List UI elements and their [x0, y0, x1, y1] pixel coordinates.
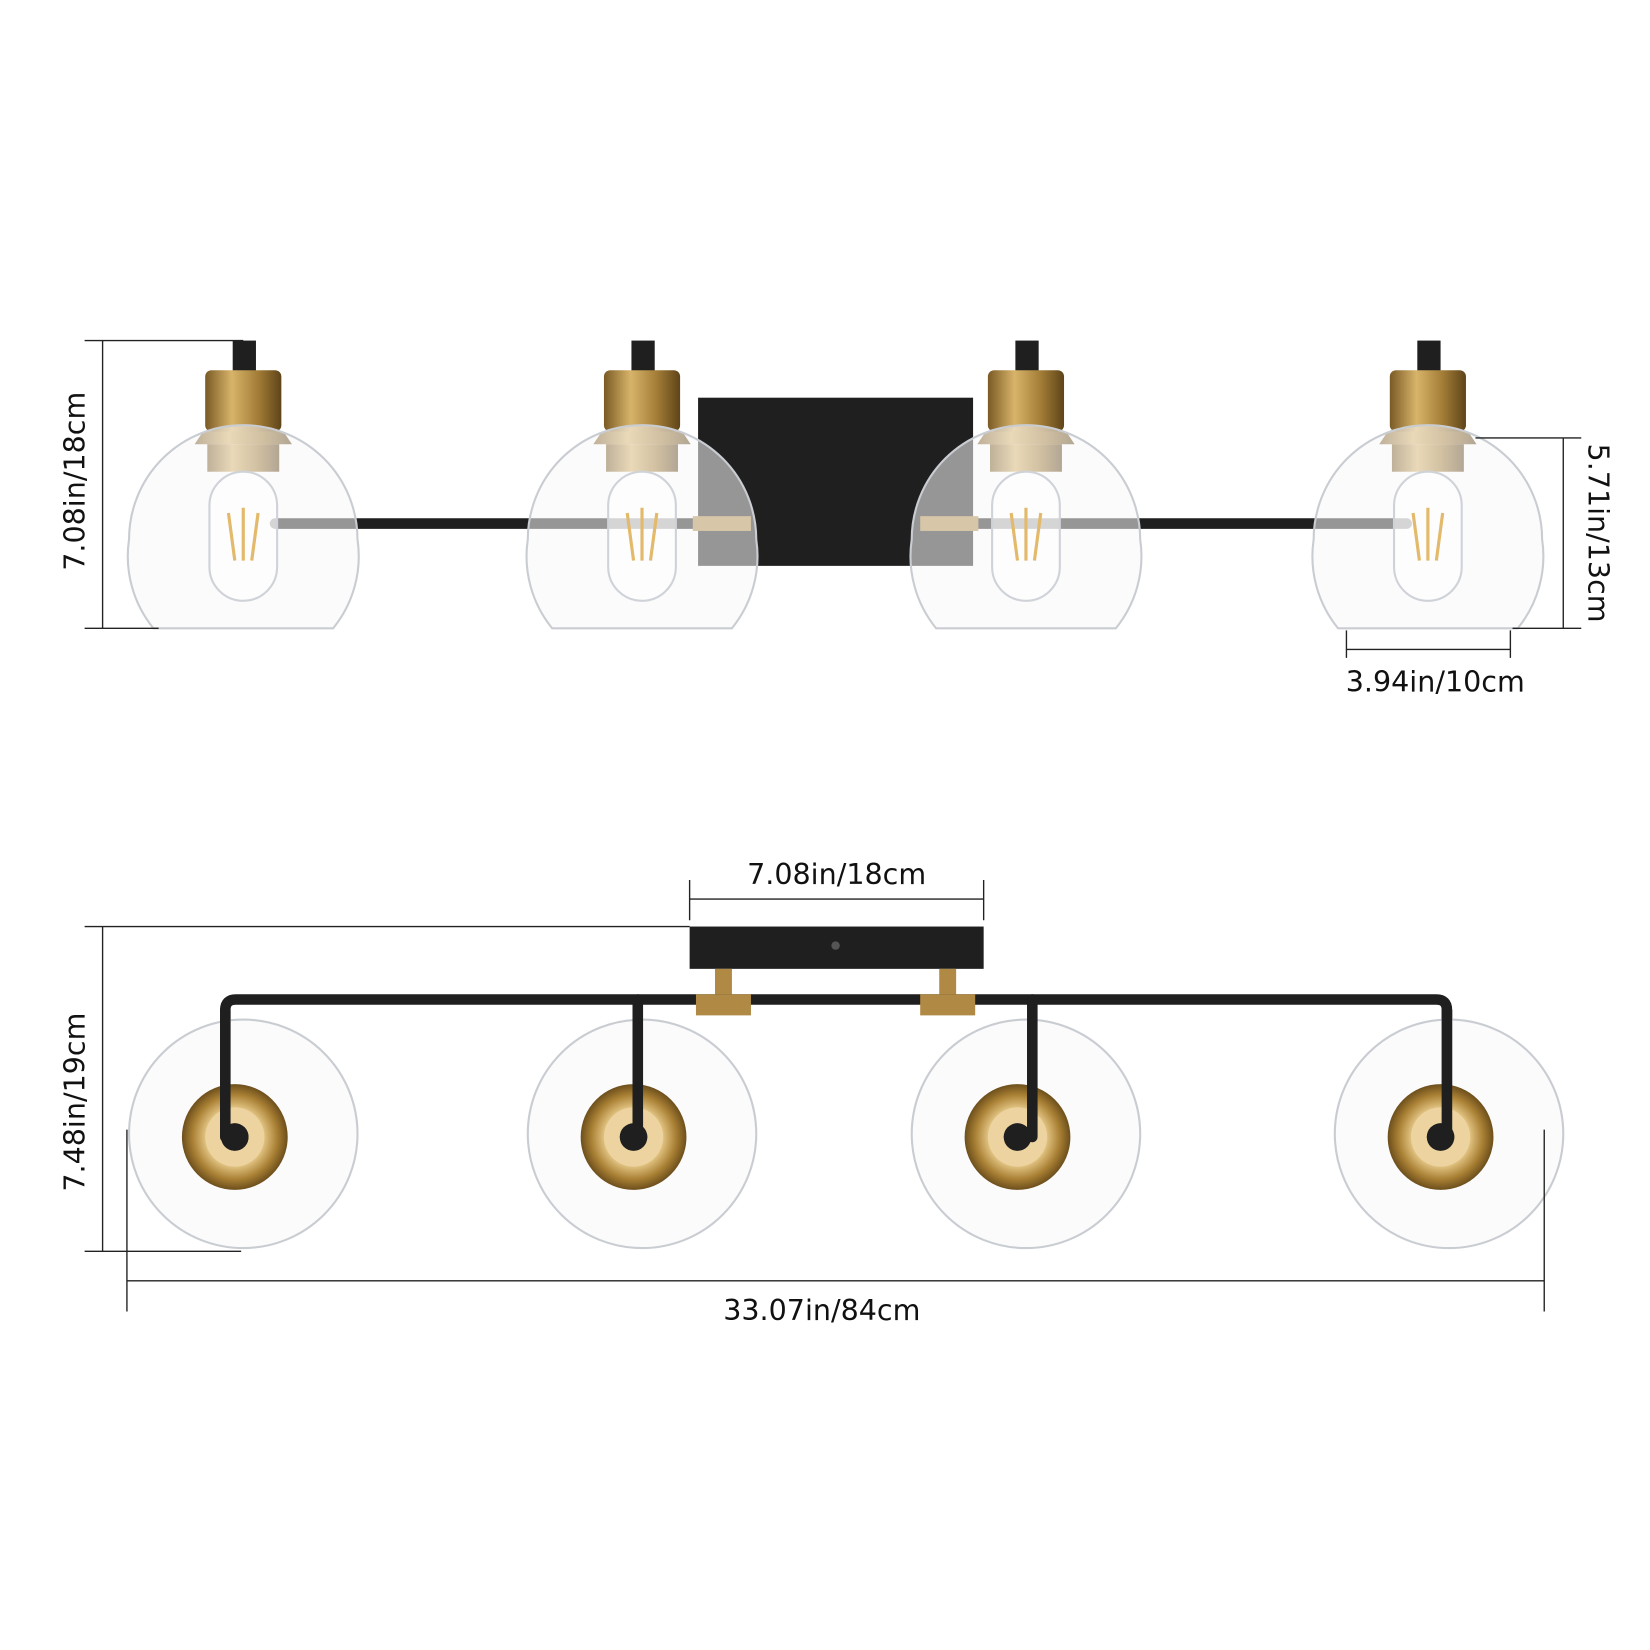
- shade-width-dimension: 3.94in/10cm: [1345, 630, 1525, 699]
- shade-width-label: 3.94in/10cm: [1346, 665, 1525, 699]
- lamp-3: [908, 338, 1144, 630]
- depth-label: 7.48in/19cm: [58, 1013, 92, 1192]
- top-view: 7.08in/18cm 7.48in/19cm 33.07in/84cm: [58, 857, 1565, 1327]
- total-width-dimension: 33.07in/84cm: [126, 1129, 1545, 1327]
- lamp-4: [1310, 338, 1545, 630]
- height-label: 7.08in/18cm: [58, 392, 92, 571]
- lamp-1: [126, 338, 361, 630]
- shade-height-label: 5.71in/13cm: [1582, 444, 1616, 623]
- backplate-width-dimension: 7.08in/18cm: [688, 857, 985, 921]
- backplate-width-label: 7.08in/18cm: [747, 857, 926, 891]
- depth-dimension: 7.48in/19cm: [58, 925, 690, 1252]
- lamp-2: [524, 338, 760, 630]
- shade-height-dimension: 5.71in/13cm: [1475, 437, 1616, 629]
- front-view: 7.08in/18cm 5.71in/13cm 3.94in/10cm: [58, 338, 1616, 699]
- total-width-label: 33.07in/84cm: [723, 1293, 920, 1327]
- height-dimension: 7.08in/18cm: [58, 339, 244, 629]
